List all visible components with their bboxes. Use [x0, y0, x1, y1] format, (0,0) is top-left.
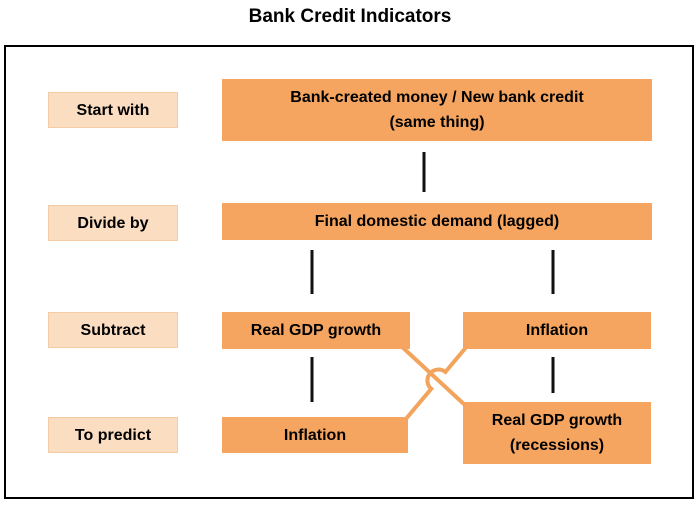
node-inflation-predict: Inflation	[222, 417, 408, 453]
node-text-line2: (recessions)	[509, 437, 605, 454]
row-label-subtract: Subtract	[48, 312, 178, 348]
node-text: Real GDP growth	[250, 322, 382, 339]
node-real-gdp-growth: Real GDP growth	[222, 312, 410, 349]
row-label-text: Subtract	[80, 321, 146, 339]
row-label-text: To predict	[74, 426, 152, 444]
row-label-to-predict: To predict	[48, 417, 178, 453]
node-real-gdp-growth-recessions: Real GDP growth (recessions)	[463, 402, 651, 464]
row-label-text: Divide by	[77, 214, 149, 232]
row-label-text: Start with	[76, 101, 150, 119]
page-title: Bank Credit Indicators	[248, 6, 452, 27]
node-inflation-subtract: Inflation	[463, 312, 651, 349]
cross-line-inflation-to-inflation-with-hop	[403, 343, 470, 422]
node-text: Final domestic demand (lagged)	[314, 213, 560, 230]
node-final-domestic-demand: Final domestic demand (lagged)	[222, 203, 652, 240]
node-bank-created-money: Bank-created money / New bank credit (sa…	[222, 79, 652, 141]
node-text: Inflation	[525, 322, 589, 339]
node-text-line2: (same thing)	[389, 114, 485, 131]
node-text-line1: Real GDP growth	[491, 412, 623, 429]
node-text: Inflation	[283, 426, 347, 444]
row-label-divide-by: Divide by	[48, 205, 178, 241]
row-label-start-with: Start with	[48, 92, 178, 128]
node-text-line1: Bank-created money / New bank credit	[290, 89, 584, 106]
cross-line-gdp-to-recessions	[398, 343, 468, 408]
